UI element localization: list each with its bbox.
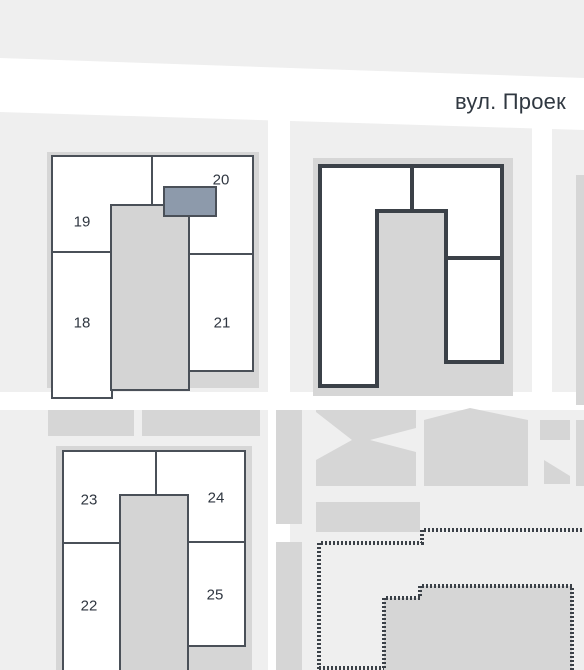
section-25[interactable]	[187, 541, 246, 647]
building-a[interactable]	[51, 155, 254, 399]
plaza-6	[316, 502, 420, 532]
section-label-21: 21	[213, 314, 231, 332]
section-label-18: 18	[73, 314, 91, 332]
road-main	[0, 58, 584, 130]
block-edge	[576, 175, 584, 405]
section-22[interactable]	[62, 542, 121, 670]
plaza-2	[424, 408, 528, 486]
building-c-core	[119, 494, 189, 670]
plaza-5	[576, 420, 584, 486]
section-18[interactable]	[51, 251, 113, 399]
street-label: вул. Проек	[455, 89, 566, 114]
strip-2	[142, 410, 260, 436]
strip-3b	[276, 542, 302, 670]
building-b-outline[interactable]	[318, 164, 504, 388]
construction-fill	[384, 586, 572, 670]
building-a-core	[110, 204, 190, 391]
strip-3	[276, 410, 302, 524]
section-label-22: 22	[80, 597, 98, 615]
road-vertical-2	[532, 125, 552, 395]
section-label-23: 23	[80, 491, 98, 509]
building-b[interactable]	[318, 164, 504, 388]
strip-1	[48, 410, 134, 436]
section-21[interactable]	[188, 253, 254, 372]
road-vertical-1	[268, 115, 290, 670]
plaza-1-cut	[316, 412, 352, 460]
construction-inner-border	[382, 584, 574, 670]
road-lower	[0, 392, 584, 410]
construction-area	[317, 528, 584, 670]
selected-unit[interactable]	[163, 186, 217, 217]
section-label-19: 19	[73, 213, 91, 231]
section-label-25: 25	[206, 586, 224, 604]
section-label-20: 20	[212, 171, 230, 189]
section-label-24: 24	[207, 489, 225, 507]
construction-outer-border	[317, 528, 584, 670]
plaza-3	[540, 420, 570, 440]
plaza-4	[544, 460, 570, 484]
building-c[interactable]	[62, 450, 246, 670]
plaza-1	[316, 410, 416, 486]
